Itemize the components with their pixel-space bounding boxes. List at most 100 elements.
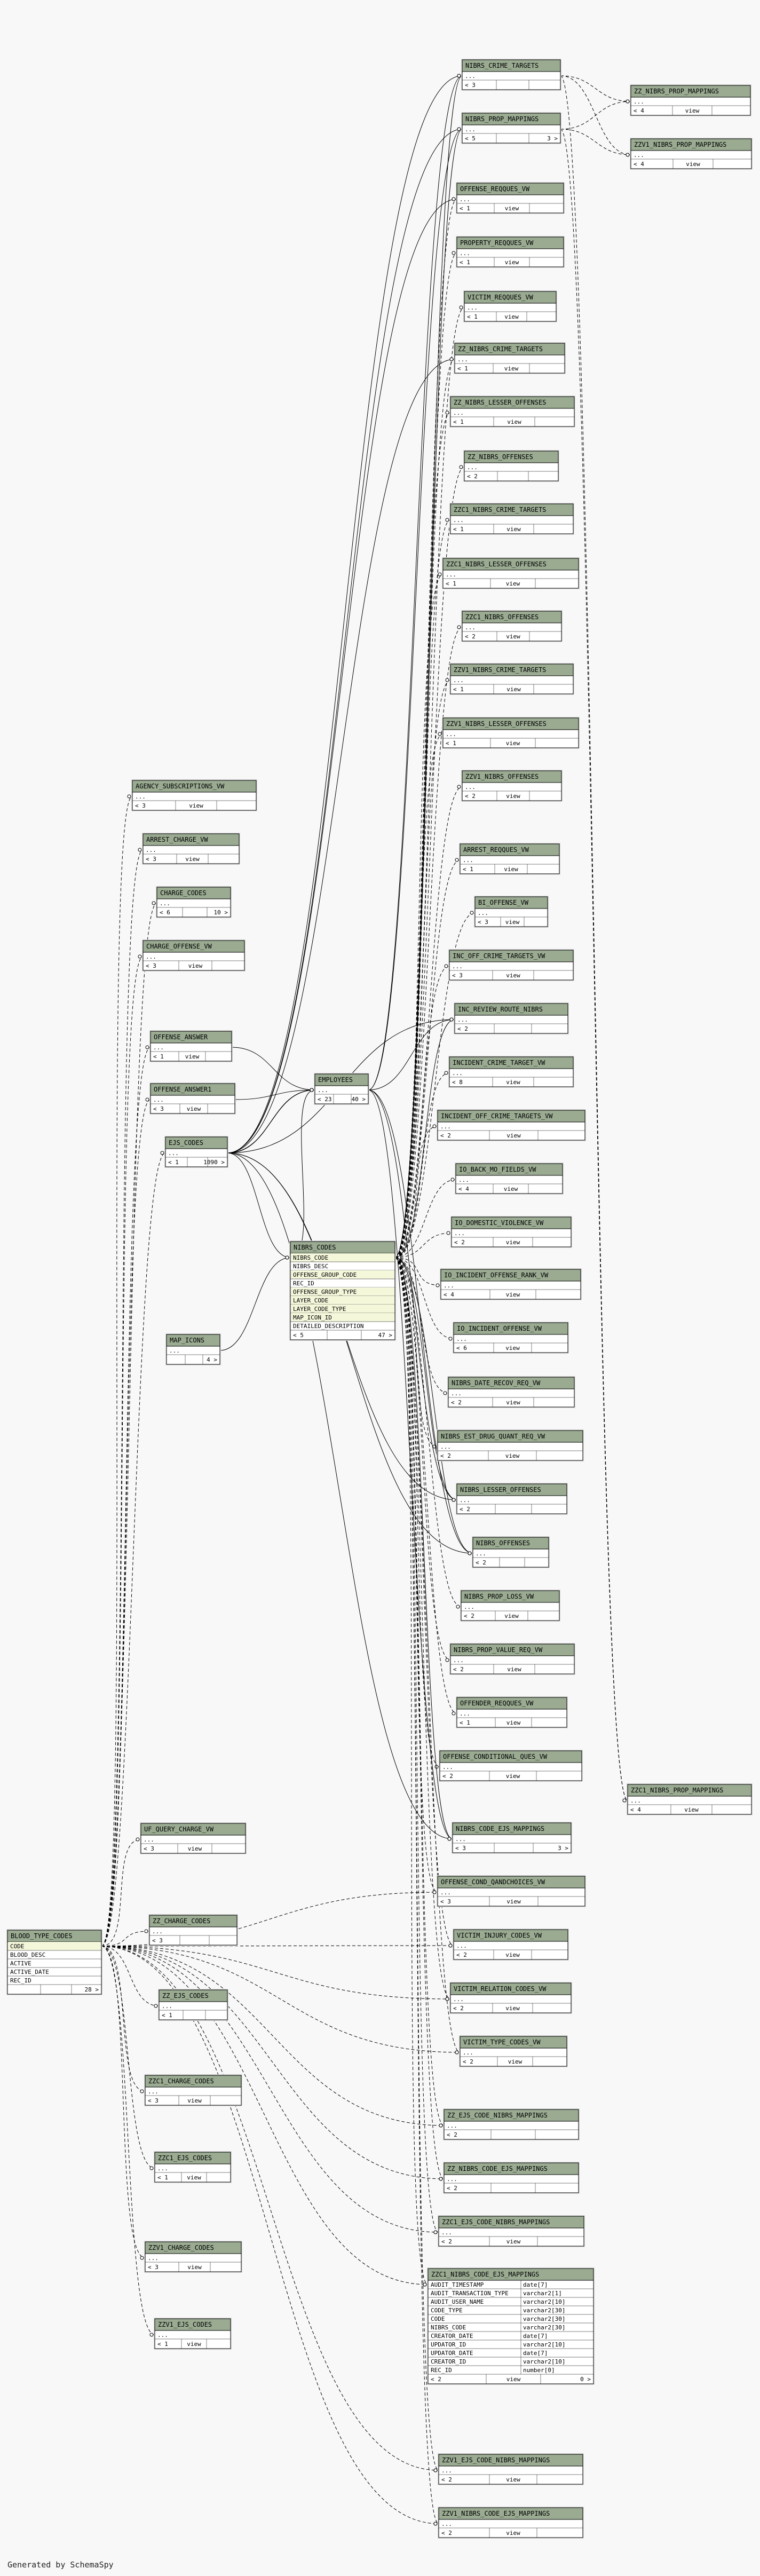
table-zz-ejs-code-nibrs-mappings[interactable]: ZZ_EJS_CODE_NIBRS_MAPPINGS...< 2	[443, 2108, 580, 2140]
table-nibrs-lesser-offenses[interactable]: NIBRS_LESSER_OFFENSES...< 2	[456, 1483, 568, 1515]
table-parent-count: < 2	[453, 2005, 464, 2012]
table-header	[156, 887, 231, 899]
table-title: ZZV1_NIBRS_PROP_MAPPINGS	[634, 141, 726, 148]
edge-end-marker	[432, 1890, 437, 1894]
column-name: UPDATOR_ID	[431, 2341, 466, 2348]
table-zz-charge-codes[interactable]: ZZ_CHARGE_CODES...< 3	[148, 1914, 238, 1946]
edge-prop-mappings-to-zzv1-nibrs-prop-mappings	[560, 129, 631, 155]
table-parent-count: < 1	[153, 1053, 164, 1060]
table-kind: view	[187, 1105, 201, 1112]
edge-employees-to-nibrs-prop-mappings	[368, 129, 463, 1091]
table-zzc1-nibrs-code-ejs-mappings[interactable]: ZZC1_NIBRS_CODE_EJS_MAPPINGSAUDIT_TIMEST…	[427, 2267, 595, 2385]
table-zz-ejs-codes[interactable]: ZZ_EJS_CODES...< 1	[158, 1989, 228, 2021]
table-kind: view	[505, 2005, 520, 2012]
column-name: ...	[146, 953, 156, 960]
edge-end-marker	[445, 518, 449, 522]
table-zz-nibrs-code-ejs-mappings[interactable]: ZZ_NIBRS_CODE_EJS_MAPPINGS...< 2	[443, 2162, 580, 2194]
table-nibrs-offenses[interactable]: NIBRS_OFFENSES...< 2	[472, 1536, 550, 1568]
table-zz-nibrs-offenses[interactable]: ZZ_NIBRS_OFFENSES...< 2	[463, 450, 559, 482]
table-parent-count: < 2	[454, 1239, 465, 1246]
table-parent-count: < 1	[460, 1719, 470, 1726]
table-blood-type-codes[interactable]: BLOOD_TYPE_CODESCODEBLOOD_DESCACTIVEACTI…	[6, 1929, 102, 1995]
table-nibrs-codes[interactable]: NIBRS_CODESNIBRS_CODENIBRS_DESCOFFENSE_G…	[289, 1240, 396, 1341]
table-parent-count: < 2	[453, 1666, 464, 1673]
table-parent-count: < 1	[453, 526, 464, 533]
edge-end-marker	[445, 1997, 449, 2001]
table-kind: view	[506, 2530, 520, 2537]
column-name: ...	[630, 1797, 641, 1804]
table-nibrs-crime-targets[interactable]: NIBRS_CRIME_TARGETS...< 3	[461, 59, 561, 91]
edge-nibrs-codes-to-victim-relation-codes-vw	[394, 1257, 451, 2000]
table-title: OFFENSE_CONDITIONAL_QUES_VW	[443, 1753, 548, 1760]
table-kind: view	[505, 259, 519, 266]
table-header	[150, 1031, 232, 1044]
table-parent-count: < 2	[476, 1559, 486, 1566]
column-name: ...	[460, 250, 470, 257]
table-parent-count: < 1	[446, 740, 456, 747]
edge-nibrs-codes-to-nibrs-prop-loss-vw	[394, 1257, 462, 1607]
table-parent-count: < 1	[446, 580, 456, 587]
table-inc-review-route-nibrs[interactable]: INC_REVIEW_ROUTE_NIBRS...< 2	[454, 1002, 569, 1034]
table-child-count: 4 >	[207, 1356, 217, 1363]
table-parent-count: < 3	[478, 919, 488, 926]
column-type: varchar2[10]	[523, 2341, 565, 2348]
edge-end-marker	[145, 1097, 149, 1102]
column-name: ...	[157, 2165, 168, 2172]
generated-by-footer: Generated by SchemaSpy	[7, 2560, 114, 2570]
table-map-icons[interactable]: MAP_ICONS...4 >	[165, 1333, 221, 1365]
table-parent-count: < 2	[431, 2376, 441, 2383]
table-parent-count: < 1	[162, 2012, 172, 2019]
